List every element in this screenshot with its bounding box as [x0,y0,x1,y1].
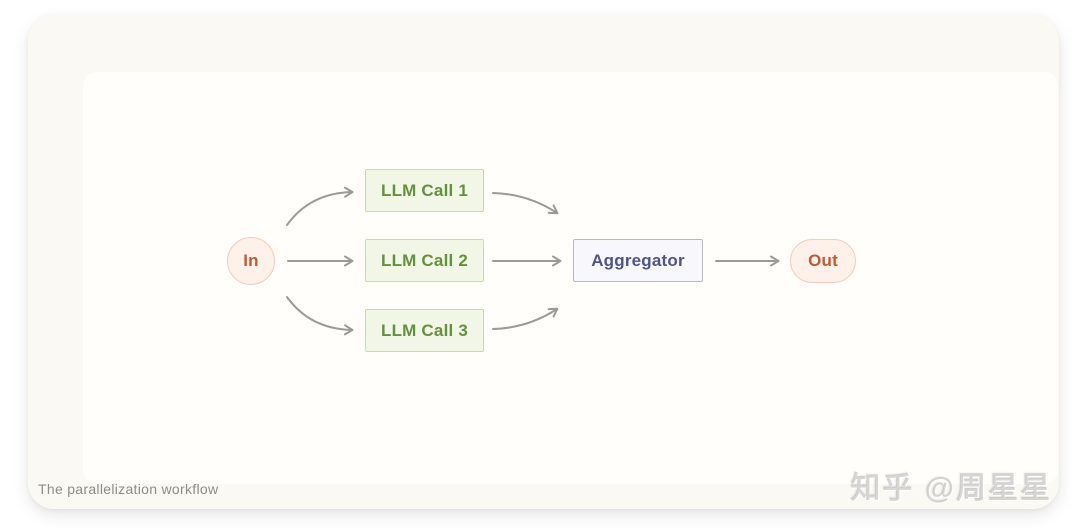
node-llm-call-1: LLM Call 1 [365,169,484,212]
diagram-caption: The parallelization workflow [38,481,219,497]
watermark: 知乎 @周星星 [850,472,1052,505]
node-in: In [227,237,275,285]
diagram-canvas [83,72,1058,484]
node-llm-call-2: LLM Call 2 [365,239,484,282]
diagram-card [28,15,1059,509]
node-llm-call-3: LLM Call 3 [365,309,484,352]
node-aggregator: Aggregator [573,239,703,282]
node-out: Out [790,239,856,283]
